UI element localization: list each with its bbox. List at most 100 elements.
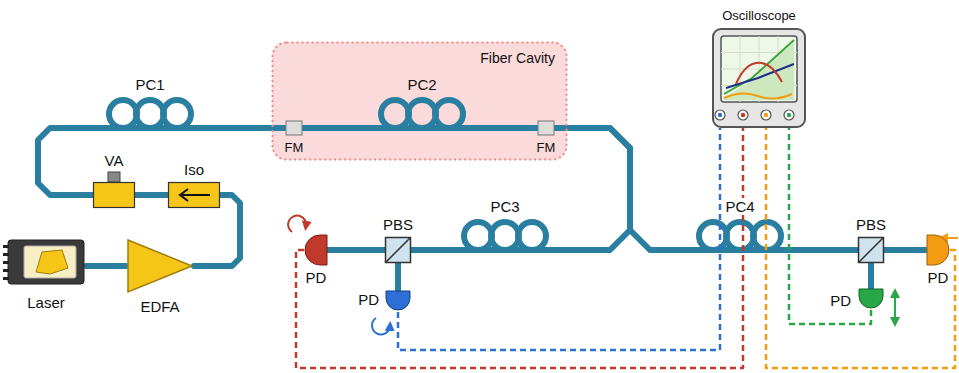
attenuator-shape [94,183,135,208]
beam-splitter: PBS [385,237,411,263]
polarization-controller-loop [163,100,191,128]
photodetector-outline [304,234,328,266]
node-label: PD [830,292,851,309]
oscilloscope-outline [712,28,806,128]
optical-fiber [884,247,926,253]
oscilloscope: Oscilloscope [712,28,806,128]
laser-outline [6,236,86,288]
node-label: PBS [856,216,886,233]
isolator-arrow [180,189,210,201]
attenuator-knob [108,172,120,182]
photodetector: PD [858,288,884,310]
photodetector-outline [926,234,950,266]
laser-pin [3,245,9,248]
scope-input [784,110,794,120]
scope-input [715,110,725,120]
photodetector: PD [385,290,411,312]
attenuator-box: VA [93,182,135,208]
polarization-controller-loop [381,100,409,128]
node-label: PBS [383,216,413,233]
node-label: Iso [184,161,204,178]
polarization-controller-loop [109,100,137,128]
laser-pin [3,269,9,272]
detector-shape [305,235,327,265]
polarization-controller-loop [491,222,519,250]
controller-label: PC1 [133,76,166,93]
scope-input [738,110,748,120]
mirror-label: FM [535,139,558,156]
detector-shape [927,235,949,265]
beam-splitter-outline [858,237,884,263]
mirror-label: FM [283,139,306,156]
photodetector-outline [858,288,884,310]
cavity-fill [272,42,567,160]
node-label: VA [105,152,124,169]
scope-input [761,110,771,120]
scope-screen [721,36,797,102]
fiber-mirror [286,121,302,135]
polarization-controller-loop [136,100,164,128]
laser-pin [3,261,9,264]
optical-fiber [395,263,401,290]
node-label: EDFA [140,298,179,315]
laser-body [8,240,84,284]
laser-crystal [36,250,68,274]
polarization-controller-loop [464,222,492,250]
beam-splitter: PBS [858,237,884,263]
trace [724,93,792,98]
photodetector: PD [304,234,328,266]
photodetector-outline [385,290,411,312]
signal-cable [398,128,720,350]
laser-window [24,246,76,278]
beam-splitter-outline [385,237,411,263]
cavity-outline [273,43,567,160]
cube-diagonal [859,238,884,263]
optical-fiber [411,128,630,250]
optical-fiber [135,192,168,198]
node-label: Laser [27,294,65,311]
fiber-cavity: Fiber Cavity [272,42,567,160]
rotation-arrow [288,216,306,232]
trace [726,64,794,88]
node-label: PD [306,269,327,286]
detector-shape [386,291,410,310]
node-label: PD [358,291,379,308]
isolator-shape [169,183,220,208]
translation-arrow [894,293,896,322]
scope-input-dot [764,113,768,117]
photodetector: PD [926,234,950,266]
attenuator-box-outline [93,182,135,208]
amplifier-triangle-outline [126,238,194,294]
node-label: PD [928,269,949,286]
scope-input-dot [787,113,791,117]
detector-shape [859,289,883,308]
isolator-box-outline [168,182,220,208]
fiber-mirror [538,121,554,135]
translation-arrow [943,237,958,239]
scope-input-dot [741,113,745,117]
polarization-controller-loop [726,222,754,250]
cube [859,238,884,263]
amplifier-triangle: EDFA [126,238,194,294]
laser-pin [3,277,9,280]
optical-fiber [868,263,874,288]
amplifier-shape [128,240,192,292]
signal-cable [766,128,955,368]
node-label: Fiber Cavity [480,50,555,67]
laser-pin [3,253,9,256]
polarization-controller-loop [518,222,546,250]
scope-input-dot [718,113,722,117]
polarization-controller-loop [435,100,463,128]
controller-label: PC3 [488,198,521,215]
optical-fiber [38,128,272,195]
cube [386,238,411,263]
laser: Laser [6,236,86,288]
isolator-box: Iso [168,182,220,208]
optical-fiber [567,128,858,250]
rotation-arrow [372,318,390,334]
trace [736,63,782,84]
controller-label: PC2 [405,76,438,93]
controller-label: PC4 [723,198,756,215]
